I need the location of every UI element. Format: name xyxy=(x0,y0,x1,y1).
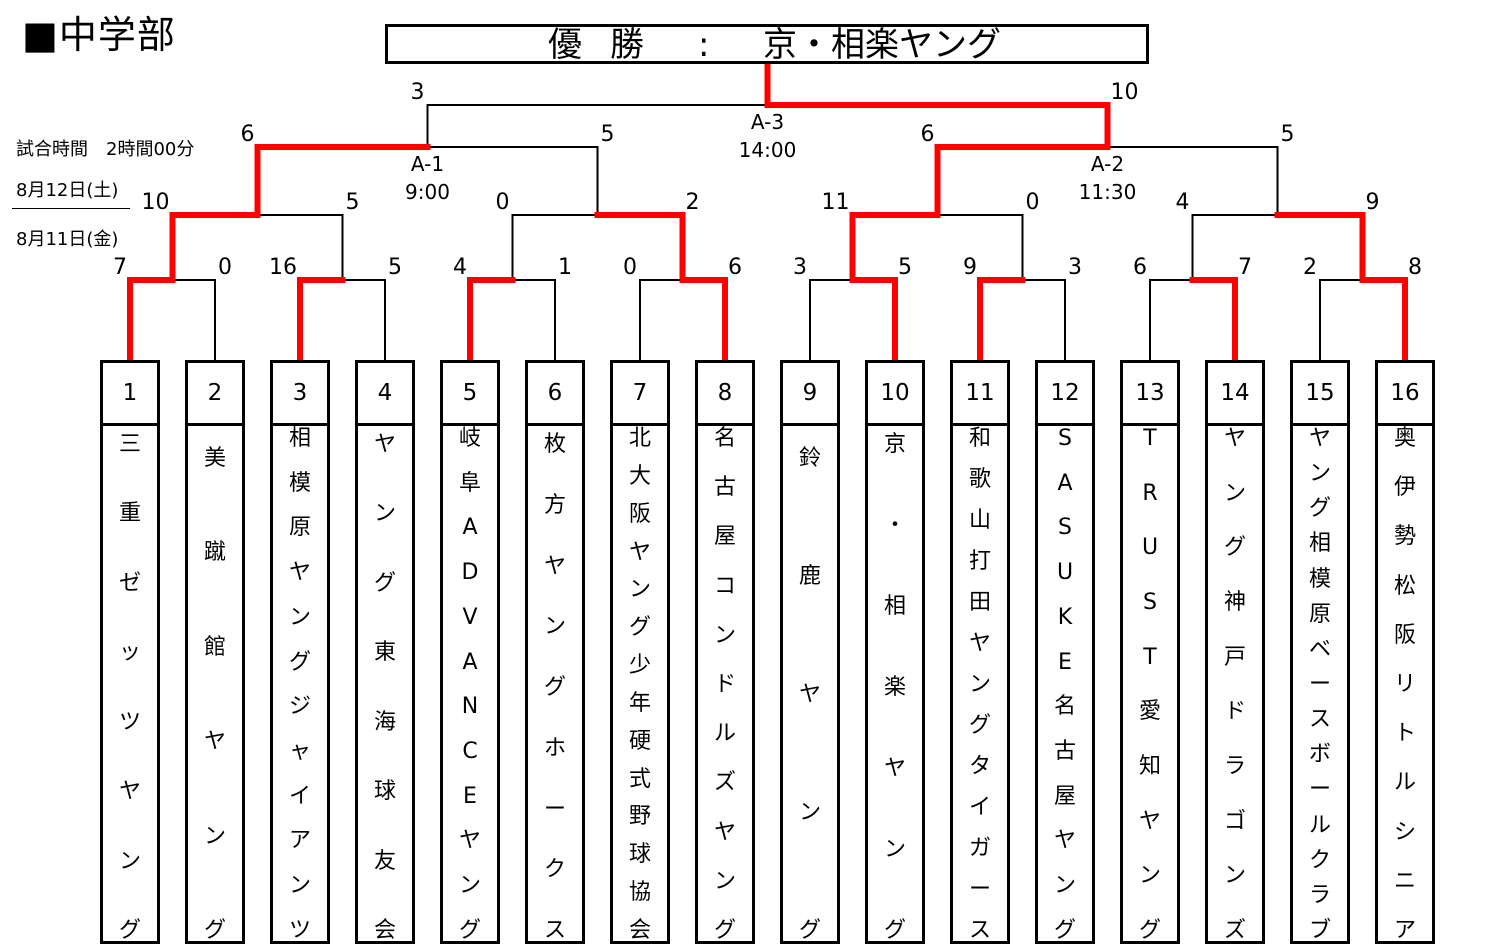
team-number: 11 xyxy=(953,363,1007,426)
team-box-4: 4 ヤング東海球友会 xyxy=(355,360,415,944)
score-value: 5 xyxy=(345,190,360,215)
score-value: 16 xyxy=(269,255,297,280)
score-value: 3 xyxy=(1068,255,1082,280)
team-name: 相模原ヤングジャイアンツ xyxy=(288,426,311,943)
score-value: 6 xyxy=(1133,255,1147,280)
team-number: 9 xyxy=(783,363,837,426)
match-label: A-3 xyxy=(750,110,785,134)
champion-box: 優勝 : 京・相楽ヤング xyxy=(385,24,1149,64)
team-box-6: 6 枚方ヤングホークス xyxy=(525,360,585,944)
score-value: 6 xyxy=(240,122,255,147)
team-number: 5 xyxy=(443,363,497,426)
match-label: A-1 xyxy=(410,152,445,176)
score-value: 10 xyxy=(1110,80,1139,105)
score-value: 6 xyxy=(728,255,742,280)
team-number: 16 xyxy=(1378,363,1432,426)
team-number: 12 xyxy=(1038,363,1092,426)
team-name: 京・相楽ヤング xyxy=(883,432,906,943)
score-value: 3 xyxy=(793,255,807,280)
score-value: 1 xyxy=(558,255,572,280)
score-value: 5 xyxy=(898,255,912,280)
score-value: 7 xyxy=(113,255,127,280)
team-number: 4 xyxy=(358,363,412,426)
date-divider xyxy=(12,208,130,209)
team-name: ヤング東海球友会 xyxy=(373,432,396,943)
team-number: 7 xyxy=(613,363,667,426)
team-number: 15 xyxy=(1293,363,1347,426)
team-name: 北大阪ヤング少年硬式野球協会 xyxy=(628,426,651,943)
match-label: A-2 xyxy=(1090,152,1125,176)
match-time-label: 14:00 xyxy=(738,138,797,162)
team-number: 13 xyxy=(1123,363,1177,426)
champion-team: 京・相楽ヤング xyxy=(763,25,1001,65)
team-name: 美蹴館ヤング xyxy=(203,446,226,943)
score-value: 7 xyxy=(1238,255,1252,280)
match-time-label: 11:30 xyxy=(1078,180,1137,204)
team-box-10: 10 京・相楽ヤング xyxy=(865,360,925,944)
score-value: 5 xyxy=(1280,122,1295,147)
score-value: 0 xyxy=(1025,190,1040,215)
score-value: 0 xyxy=(495,190,510,215)
champion-colon: : xyxy=(698,25,710,65)
team-box-2: 2 美蹴館ヤング xyxy=(185,360,245,944)
score-value: 0 xyxy=(623,255,637,280)
date-day2: 8月12日(土) xyxy=(16,180,119,201)
score-value: 6 xyxy=(920,122,935,147)
score-value: 3 xyxy=(410,80,425,105)
champion-label: 優勝 xyxy=(548,25,672,65)
date-day1: 8月11日(金) xyxy=(16,229,119,250)
score-value: 9 xyxy=(963,255,977,280)
team-name: 和歌山打田ヤングタイガース xyxy=(968,426,991,943)
team-number: 3 xyxy=(273,363,327,426)
match-time: 試合時間 2時間00分 xyxy=(16,139,195,160)
score-value: 10 xyxy=(141,190,170,215)
section-title: ■中学部 xyxy=(22,13,176,57)
team-number: 10 xyxy=(868,363,922,426)
team-name: 枚方ヤングホークス xyxy=(543,432,566,943)
score-value: 11 xyxy=(821,190,850,215)
team-box-9: 9 鈴鹿ヤング xyxy=(780,360,840,944)
team-number: 6 xyxy=(528,363,582,426)
team-box-1: 1 三重ゼッツヤング xyxy=(100,360,160,944)
score-value: 2 xyxy=(685,190,700,215)
team-name: ヤング相模原ベースボールクラブ xyxy=(1308,426,1331,943)
team-number: 1 xyxy=(103,363,157,426)
team-name: 奥伊勢松阪リトルシニア xyxy=(1393,426,1416,943)
team-number: 2 xyxy=(188,363,242,426)
score-value: 4 xyxy=(1175,190,1190,215)
score-value: 9 xyxy=(1365,190,1380,215)
score-value: 8 xyxy=(1408,255,1422,280)
team-number: 14 xyxy=(1208,363,1262,426)
team-name: 鈴鹿ヤング xyxy=(798,446,821,943)
team-name: ヤング神戸ドラゴンズ xyxy=(1223,426,1246,943)
match-time-label: 9:00 xyxy=(405,180,450,204)
team-number: 8 xyxy=(698,363,752,426)
score-value: 0 xyxy=(218,255,232,280)
team-name: 名古屋コンドルズヤング xyxy=(713,426,736,943)
score-value: 5 xyxy=(600,122,615,147)
score-value: 2 xyxy=(1303,255,1317,280)
score-value: 4 xyxy=(453,255,467,280)
team-name: 三重ゼッツヤング xyxy=(118,432,141,943)
score-value: 5 xyxy=(388,255,402,280)
